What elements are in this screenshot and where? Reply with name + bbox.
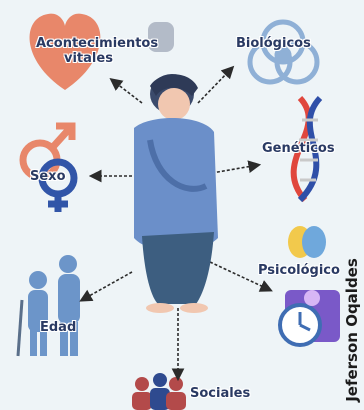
biohazard-icon	[250, 22, 317, 82]
author-credit-text: Jeferson Oqaldes	[343, 258, 361, 402]
label-sexo: Sexo	[30, 169, 66, 184]
elderly-couple-icon	[18, 255, 80, 356]
arrow-geneticos	[212, 165, 258, 173]
label-sociales: Sociales	[190, 386, 250, 401]
arrow-biologicos	[198, 68, 232, 103]
arrow-acontecimientos	[112, 80, 142, 103]
label-acontecimientos-line2: vitales	[36, 51, 158, 66]
arrow-edad	[82, 272, 132, 300]
label-psicologico: Psicológico	[258, 263, 340, 278]
label-geneticos: Genéticos	[262, 141, 335, 156]
label-acontecimientos: Acontecimientos vitales	[36, 36, 158, 66]
label-biologicos: Biológicos	[236, 36, 311, 51]
people-group-icon	[132, 373, 186, 410]
label-edad: Edad	[40, 320, 76, 335]
author-credit: Jeferson Oqaldes	[342, 255, 362, 405]
brain-icon	[280, 226, 340, 345]
label-acontecimientos-line1: Acontecimientos	[36, 36, 158, 51]
